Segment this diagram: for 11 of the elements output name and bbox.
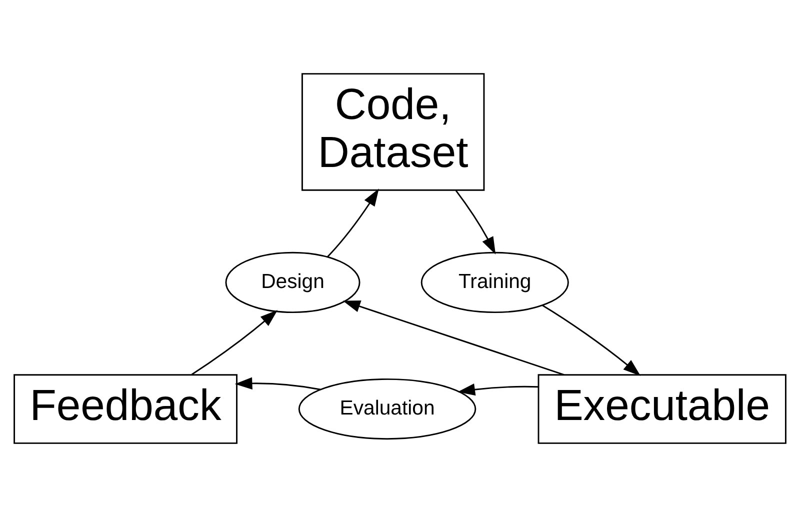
arrow (542, 304, 641, 376)
arrow (191, 309, 278, 375)
node-ellipse: Training (420, 251, 569, 313)
arrow (234, 376, 320, 390)
arrow (326, 188, 379, 257)
arrow (458, 383, 538, 396)
node-box: Executable (538, 374, 786, 444)
node-box: Feedback (14, 374, 238, 444)
arrow (342, 300, 564, 375)
arrow (455, 190, 496, 254)
node-box: Code, Dataset (301, 72, 485, 190)
